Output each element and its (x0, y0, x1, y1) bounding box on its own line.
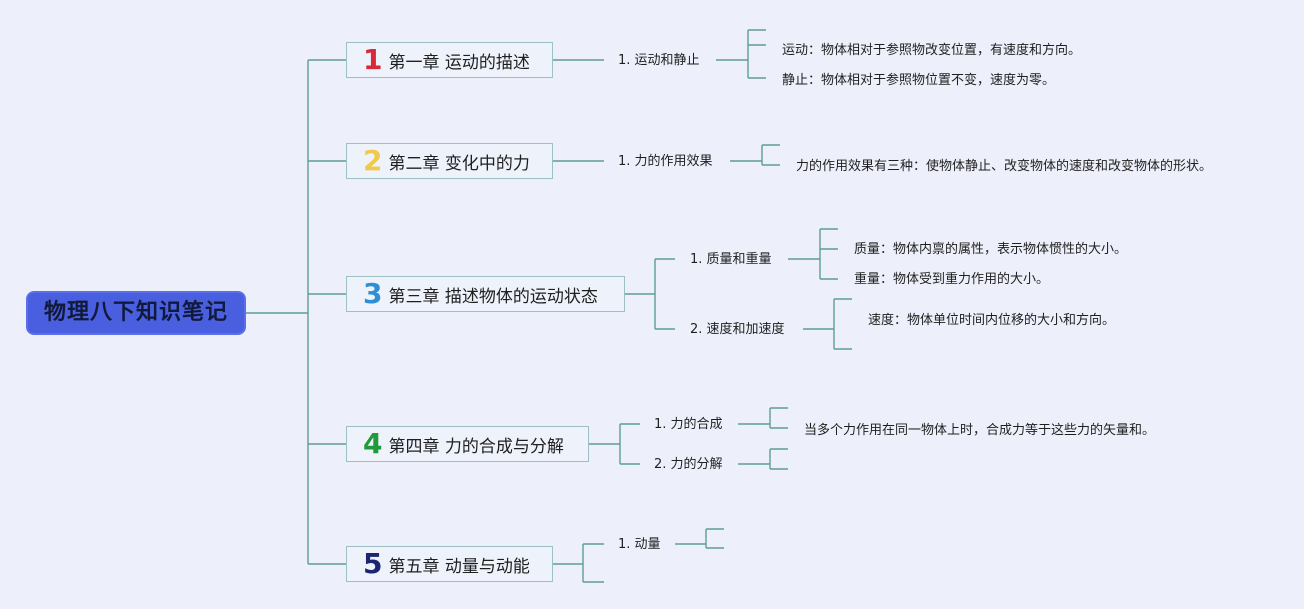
chapter-node-4[interactable]: 4 第四章 力的合成与分解 (346, 426, 589, 462)
leaf-4-1-1[interactable]: 当多个力作用在同一物体上时，合成力等于这些力的矢量和。 (804, 423, 1156, 438)
topic-2-1[interactable]: 1. 力的作用效果 (618, 154, 713, 169)
leaf-2-1-1[interactable]: 力的作用效果有三种：使物体静止、改变物体的速度和改变物体的形状。 (796, 159, 1213, 174)
leaf-3-1-1[interactable]: 质量：物体内禀的属性，表示物体惯性的大小。 (854, 242, 1128, 257)
topic-3-2[interactable]: 2. 速度和加速度 (690, 322, 785, 337)
chapter-title-3: 第三章 描述物体的运动状态 (388, 286, 598, 307)
leaf-3-1-2[interactable]: 重量：物体受到重力作用的大小。 (854, 272, 1050, 287)
chapter-node-5[interactable]: 5 第五章 动量与动能 (346, 546, 553, 582)
topic-3-1[interactable]: 1. 质量和重量 (690, 252, 772, 267)
chapter-number-5: 5 (363, 547, 383, 580)
topic-4-1[interactable]: 1. 力的合成 (654, 417, 723, 432)
chapter-number-2: 2 (363, 144, 383, 177)
chapter-node-1[interactable]: 1 第一章 运动的描述 (346, 42, 553, 78)
topic-5-1[interactable]: 1. 动量 (618, 537, 661, 552)
chapter-number-3: 3 (363, 277, 383, 310)
chapter-number-4: 4 (363, 427, 383, 460)
chapter-node-2[interactable]: 2 第二章 变化中的力 (346, 143, 553, 179)
leaf-3-2-1[interactable]: 速度：物体单位时间内位移的大小和方向。 (868, 313, 1116, 328)
chapter-number-1: 1 (363, 43, 383, 76)
leaf-1-1-2[interactable]: 静止：物体相对于参照物位置不变，速度为零。 (782, 73, 1056, 88)
chapter-node-3[interactable]: 3 第三章 描述物体的运动状态 (346, 276, 625, 312)
chapter-title-1: 第一章 运动的描述 (388, 52, 530, 73)
topic-1-1[interactable]: 1. 运动和静止 (618, 53, 700, 68)
chapter-title-2: 第二章 变化中的力 (388, 153, 530, 174)
chapter-title-5: 第五章 动量与动能 (388, 556, 530, 577)
root-node[interactable]: 物理八下知识笔记 (26, 291, 246, 335)
leaf-1-1-1[interactable]: 运动：物体相对于参照物改变位置，有速度和方向。 (782, 43, 1082, 58)
topic-4-2[interactable]: 2. 力的分解 (654, 457, 723, 472)
chapter-title-4: 第四章 力的合成与分解 (388, 436, 564, 457)
